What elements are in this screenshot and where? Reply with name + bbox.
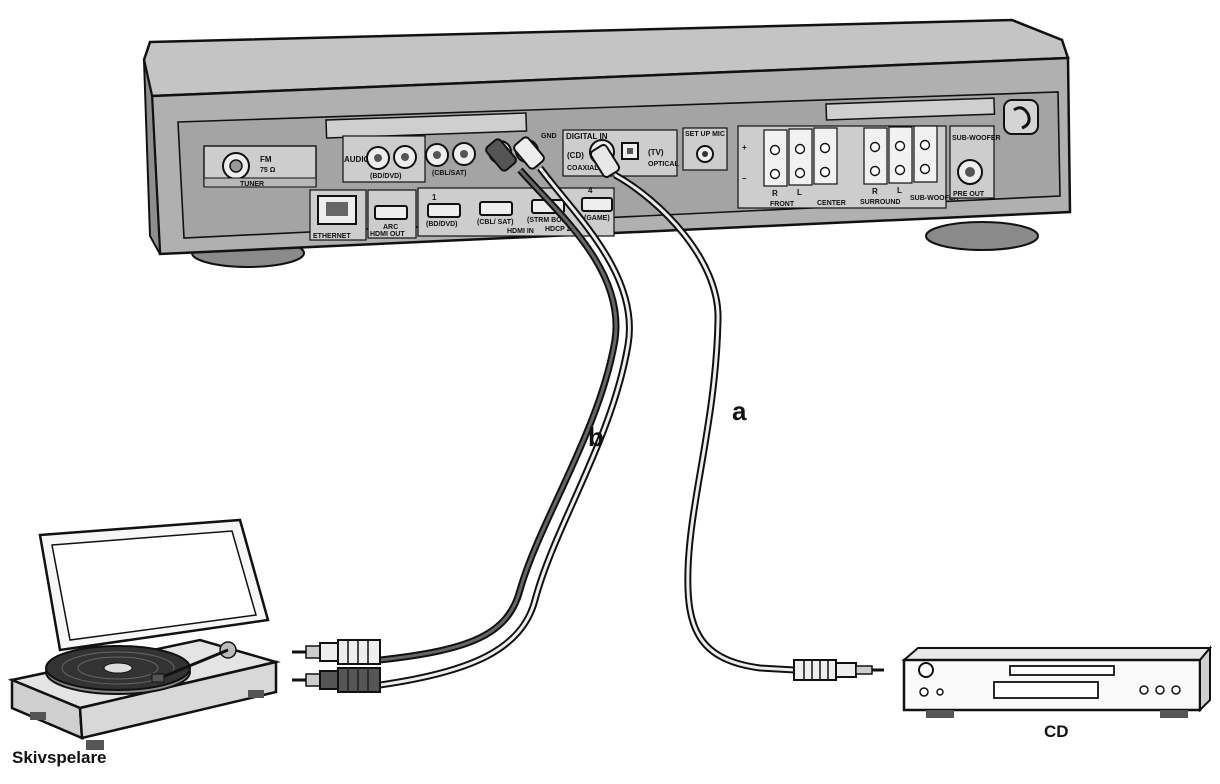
hdmi-out-label: HDMI OUT <box>370 231 405 238</box>
gnd-label: GND <box>541 133 557 140</box>
center-label: CENTER <box>817 200 846 207</box>
tuner-section: FM 75 Ω TUNER <box>203 145 317 188</box>
cd-player-label: CD <box>1044 722 1069 741</box>
cable-a-label: a <box>732 396 747 426</box>
cd-power-button <box>918 662 934 678</box>
digital-in-title: DIGITAL IN <box>566 132 608 141</box>
tuner-ohm-text: 75 Ω <box>260 167 276 174</box>
hdmi-in-2-name: (CBL/ SAT) <box>477 219 513 226</box>
hdcp-label: HDCP 2.2 <box>545 226 576 233</box>
cd-player <box>901 645 1213 718</box>
surround-l-label: L <box>897 186 902 195</box>
hdmi-out-port <box>374 205 408 220</box>
front-r-label: R <box>772 189 778 198</box>
hdmi-in-1-port <box>427 203 461 218</box>
audio-in-bd-dvd-label: (BD/DVD) <box>370 173 402 180</box>
front-label: FRONT <box>770 201 795 208</box>
hdmi-in-4-number: 4 <box>588 186 593 195</box>
hdmi-in-3-name: (STRM BOX) <box>527 217 569 224</box>
ethernet-label: ETHERNET <box>313 233 351 240</box>
front-l-label: L <box>797 188 802 197</box>
tuner-fm-text: FM <box>260 155 272 164</box>
network-hdmi-section: ETHERNET ARC HDMI OUT 1 (BD/DVD) (CBL/ S… <box>309 186 615 241</box>
setup-mic-label: SET UP MIC <box>685 131 725 138</box>
cable-b <box>292 136 633 693</box>
tuner-title: TUNER <box>240 181 264 188</box>
hdmi-out-arc-label: ARC <box>383 224 398 231</box>
audio-in-title: AUDIO IN <box>344 155 380 164</box>
rca-plug-white <box>292 639 381 665</box>
audio-in-section: AUDIO IN (BD/DVD) (CBL/SAT) <box>342 135 476 183</box>
pre-out-label: PRE OUT <box>953 191 985 198</box>
rca-plug-black <box>292 667 381 693</box>
hdmi-in-4-port <box>581 197 613 212</box>
surround-r-label: R <box>872 187 878 196</box>
subwoofer-pre-out-section: SUB-WOOFER PRE OUT <box>949 125 1001 199</box>
digital-in-tv-label: (TV) <box>648 148 664 157</box>
cable-b-label: b <box>588 422 604 452</box>
cd-tray <box>1009 665 1115 676</box>
speaker-plus-sign: + <box>742 143 747 152</box>
turntable <box>7 518 281 750</box>
subwoofer-title: SUB-WOOFER <box>952 135 1001 142</box>
hdmi-in-label: HDMI IN <box>507 228 534 235</box>
speaker-minus-sign: – <box>742 174 747 183</box>
surround-label: SURROUND <box>860 199 900 206</box>
digital-in-coaxial-label: COAXIAL <box>567 165 599 172</box>
cd-display <box>993 681 1099 699</box>
speaker-terminals: + – R L R L FRONT CENTER <box>737 125 959 209</box>
turntable-label: Skivspelare <box>12 748 107 767</box>
digital-in-cd-label: (CD) <box>567 151 584 160</box>
subwoofer-terminal-label: SUB-WOOFER <box>910 195 959 202</box>
hdmi-in-1-name: (BD/DVD) <box>426 221 458 228</box>
digital-in-optical-label: OPTICAL <box>648 161 679 168</box>
audio-in-cbl-sat-label: (CBL/SAT) <box>432 170 466 177</box>
setup-mic-section: SET UP MIC <box>682 127 728 171</box>
digital-in-section: DIGITAL IN (CD) COAXIAL (TV) OPTICAL <box>562 129 679 177</box>
hdmi-in-1-number: 1 <box>432 193 437 202</box>
hdmi-in-4-name: (GAME) <box>584 215 610 222</box>
cable-a <box>589 144 884 681</box>
hdmi-in-2-port <box>479 201 513 216</box>
av-receiver: FM 75 Ω TUNER AUDIO IN (BD/DVD) (CBL/SAT… <box>142 18 1072 268</box>
